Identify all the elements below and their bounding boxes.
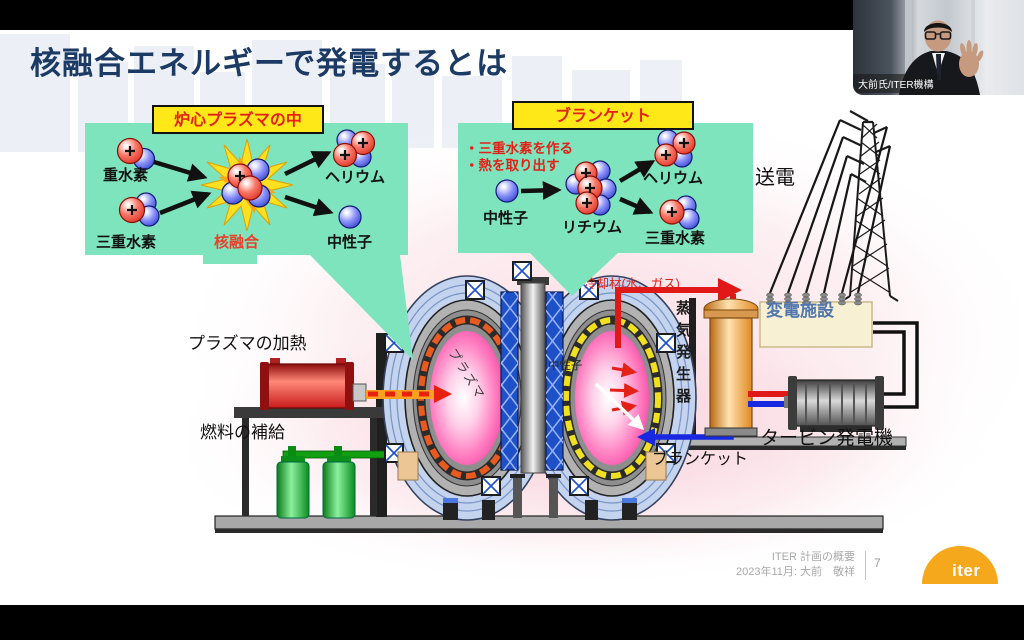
shelf-leg [242,418,249,516]
participant-name-label: 大前氏/ITER機構 [853,74,939,93]
heater-knob [336,358,346,365]
tritium-atom-right [659,195,700,230]
page-number: 7 [874,556,881,570]
plasma-heating-label: プラズマの加熱 [188,334,307,353]
tritium-atom [118,192,160,227]
coil-column-right-braces [546,292,563,470]
slide-footer: ITER 計画の概要 2023年11月: 大前 敬祥 [690,550,855,580]
callout-blanket: ブランケット ・三重水素を作る ・熱を取り出す [458,101,753,296]
iter-logo-text: iter [952,561,981,580]
port-box [569,476,589,496]
fusion-arrows [153,150,334,217]
presenter-silhouette [899,20,984,95]
port-box [481,476,501,496]
neutron-ball-right [495,179,519,203]
helium-label-right: ヘリウム [643,170,703,187]
canister-nozzle [288,446,296,456]
callout-left-header: 炉心プラズマの中 [174,110,302,129]
blanket-bullet-2: ・熱を取り出す [465,157,560,173]
canister-cap [281,456,305,463]
neutron-label-right: 中性子 [483,209,528,227]
tritium-label-right: 三重水素 [645,229,705,247]
neutron-label-left: 中性子 [327,233,372,251]
solenoid-cap [517,277,549,285]
turbine-generator [784,376,884,432]
generator-wires [873,321,919,409]
footer-divider [865,551,866,580]
base-shadow [215,529,883,533]
return-pipe [748,401,796,407]
lithium-label: リチウム [562,219,622,236]
slide-title: 核融合エネルギーで発電するとは [30,46,509,81]
lithium-atom [565,160,617,216]
support-column [376,333,387,517]
tritium-label: 三重水素 [96,233,156,251]
fuel-supply-label: 燃料の補給 [200,423,285,442]
transmission-tower [839,110,899,302]
helium-label-left: ヘリウム [325,169,385,186]
central-solenoid [520,282,546,474]
transmission-label: 送電 [755,166,795,189]
window-mullion [905,0,912,95]
heating-beam [366,385,452,403]
plasma-heater-assembly [260,358,367,410]
neutron-ball-left [338,205,362,229]
neutron-in-vessel-label: 中性子 [548,358,583,372]
footer-doc-sub: 2023年11月: 大前 敬祥 [735,566,855,578]
steam-generator-label: 蒸気発生器 [674,300,691,410]
canister-cap [327,456,351,463]
port-box [512,261,532,281]
fusion-starburst [200,138,294,232]
coil-column-left-braces [501,292,518,470]
heater-endcap [345,362,354,410]
blanket-bullet-1: ・三重水素を作る [465,140,573,156]
webcam-tile[interactable]: 大前氏/ITER機構 [853,0,1024,95]
blanket-arrows [520,160,656,215]
fusion-label: 核融合 [214,233,260,251]
port-box [465,280,485,300]
callout-right-header: ブランケット [555,106,651,125]
machine-platform-shadow [688,446,906,450]
turbine-generator-label: タービン発電機 [760,427,893,449]
heater-nozzle [352,383,367,402]
deuterium-label: 重水素 [103,166,148,184]
reactor-legs [397,451,667,520]
heater-endcap [260,362,269,410]
callout-core-plasma: 炉心プラズマの中 [85,105,413,360]
helium-atom-left [332,129,376,168]
power-lines [768,119,892,294]
steam-pipe [748,391,796,397]
canister-nozzle [334,446,342,456]
deuterium-atom [116,137,156,171]
helium-atom-right [654,129,696,168]
substation-building [759,301,873,348]
tokamak [382,261,697,521]
substation-label: 変電施設 [766,300,835,320]
raised-hand [959,40,984,77]
fuel-canister [276,461,310,519]
fuel-canister [322,461,356,519]
steam-generator [703,298,759,437]
coolant-label: 冷却材(水、ガス) [584,277,680,291]
heater-knob [270,358,280,365]
footer-doc-title: ITER 計画の概要 [771,551,855,563]
heater-body [263,363,353,409]
webcam-video [899,0,984,95]
shelf-leg [370,418,377,516]
blanket-label: ブランケット [652,449,748,468]
letterbox-bottom [0,605,1024,640]
heater-shelf [234,407,386,418]
insulator-coils [766,292,862,306]
